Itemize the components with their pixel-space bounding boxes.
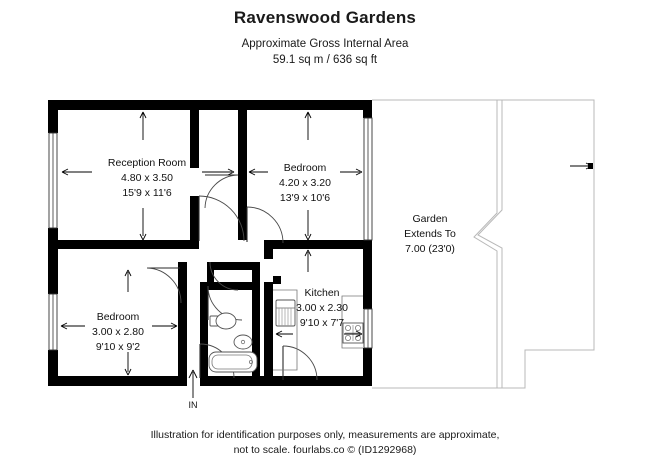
wall-bedroom2-right: [178, 266, 187, 386]
dimension-markers: [60, 111, 593, 376]
bedroom-second-name: Bedroom: [97, 311, 140, 323]
wall-bedroom2-right-top: [178, 262, 187, 280]
gross-internal-area-value: 59.1 sq m / 636 sq ft: [272, 54, 378, 66]
dim-bedroom1-bottom: [304, 210, 312, 241]
dim-bedroom1-top: [304, 111, 312, 140]
wall-kitchen-top-stub: [264, 249, 273, 259]
kitchen-sink: [275, 299, 296, 327]
entrance-arrow: [188, 369, 198, 398]
dim-reception-left: [61, 168, 92, 176]
room-label-bedroom-second: Bedroom 3.00 x 2.80 9'10 x 9'2: [92, 311, 144, 353]
wall-left-lower-a: [48, 266, 58, 294]
garden-extent-value: 7.00 (23'0): [405, 243, 455, 255]
wall-right-upper-a: [363, 100, 372, 118]
footer-disclaimer-line-2: not to scale. fourlabs.co © (ID1292968): [233, 444, 417, 456]
door-bedroom1-arc: [246, 206, 284, 244]
dim-bedroom2-top: [124, 269, 132, 292]
bedroom-main-imperial: 13'9 x 10'6: [280, 192, 330, 204]
bathtub: [208, 351, 258, 373]
wall-reception-bedroom-divider-b: [238, 110, 247, 178]
wall-bottom-kitchen: [264, 376, 372, 386]
dim-kitchen-left: [275, 330, 293, 338]
wall-bedroom1-bottom-stub: [264, 240, 273, 252]
dim-kitchen-right: [344, 330, 363, 338]
kitchen-imperial: 9'10 x 7'7: [300, 317, 344, 329]
bedroom-second-imperial: 9'10 x 9'2: [96, 341, 140, 353]
wall-kitchen-right-b: [363, 348, 372, 386]
bedroom-second-metric: 3.00 x 2.80: [92, 326, 144, 338]
page-title: Ravenswood Gardens: [233, 8, 417, 27]
reception-room-metric: 4.80 x 3.50: [121, 172, 173, 184]
garden-name: Garden: [412, 213, 447, 225]
kitchen-worktop-left: [273, 289, 298, 371]
entrance-label: IN: [189, 400, 198, 410]
door-bedroom2-arc: [146, 267, 182, 304]
bedroom-main-metric: 4.20 x 3.20: [279, 177, 331, 189]
door-kitchen-arc: [282, 345, 318, 381]
dim-bedroom2-bottom: [124, 352, 132, 376]
wall-left-lower-b: [48, 350, 58, 386]
wall-right-upper-b: [363, 240, 372, 254]
door-bathroom-arc: [207, 285, 243, 321]
kitchen-fixtures: [273, 289, 364, 371]
wall-bath-upper-ledge: [207, 262, 259, 270]
doors: [146, 174, 318, 381]
bathroom-fixtures: [208, 312, 258, 373]
wall-structure: [48, 100, 372, 386]
wall-bottom-hall: [200, 376, 264, 386]
dim-bedroom2-right: [152, 322, 178, 330]
wall-hall-vertical-b: [190, 196, 199, 249]
gross-internal-area-label: Approximate Gross Internal Area: [241, 38, 409, 50]
wall-bath-right: [252, 282, 260, 376]
garden-boundary: [372, 99, 595, 389]
wall-bath-upper-left: [207, 262, 214, 286]
washbasin: [233, 334, 253, 350]
entrance-marker: [188, 369, 198, 398]
dim-reception-top: [139, 111, 147, 140]
wall-bath-top: [200, 282, 258, 290]
footer-disclaimer-line-1: Illustration for identification purposes…: [150, 429, 500, 441]
windows: [48, 117, 373, 351]
wall-top: [48, 100, 372, 110]
reception-room-name: Reception Room: [108, 157, 186, 169]
door-hall-upper-arc: [204, 174, 239, 209]
dim-reception-bottom: [139, 208, 147, 241]
room-label-reception-room: Reception Room 4.80 x 3.50 15'9 x 11'6: [108, 157, 186, 199]
dim-kitchen-top: [304, 249, 312, 272]
room-label-kitchen: Kitchen 3.00 x 2.30 9'10 x 7'7: [296, 287, 348, 329]
room-label-bedroom-main: Bedroom 4.20 x 3.20 13'9 x 10'6: [279, 162, 331, 204]
kitchen-worktop-right: [341, 295, 363, 349]
wall-kitchen-corner: [273, 276, 281, 284]
wall-reception-bottom: [48, 240, 190, 249]
dim-bedroom1-right: [340, 168, 363, 176]
wall-bath-left: [200, 282, 208, 376]
wall-bottom-left: [48, 376, 186, 386]
dim-bedroom1-left: [248, 168, 268, 176]
wall-bedroom1-bottom: [265, 240, 363, 249]
garden-label: Garden Extends To 7.00 (23'0): [404, 213, 456, 255]
wall-hall-vertical-a: [190, 110, 199, 168]
dim-bedroom2-left: [60, 322, 85, 330]
kitchen-metric: 3.00 x 2.30: [296, 302, 348, 314]
reception-room-imperial: 15'9 x 11'6: [122, 187, 172, 199]
bedroom-main-name: Bedroom: [284, 162, 327, 174]
wall-bath-upper-right: [252, 262, 260, 286]
kitchen-name: Kitchen: [304, 287, 339, 299]
wall-left-upper-a: [48, 100, 58, 133]
door-bathroom-arc-2: [209, 261, 239, 291]
wall-kitchen-left: [264, 282, 273, 386]
toilet-pan: [215, 312, 237, 330]
wall-kitchen-right-a: [363, 249, 372, 309]
dim-reception-right: [202, 168, 235, 176]
garden-extends-label: Extends To: [404, 228, 456, 240]
